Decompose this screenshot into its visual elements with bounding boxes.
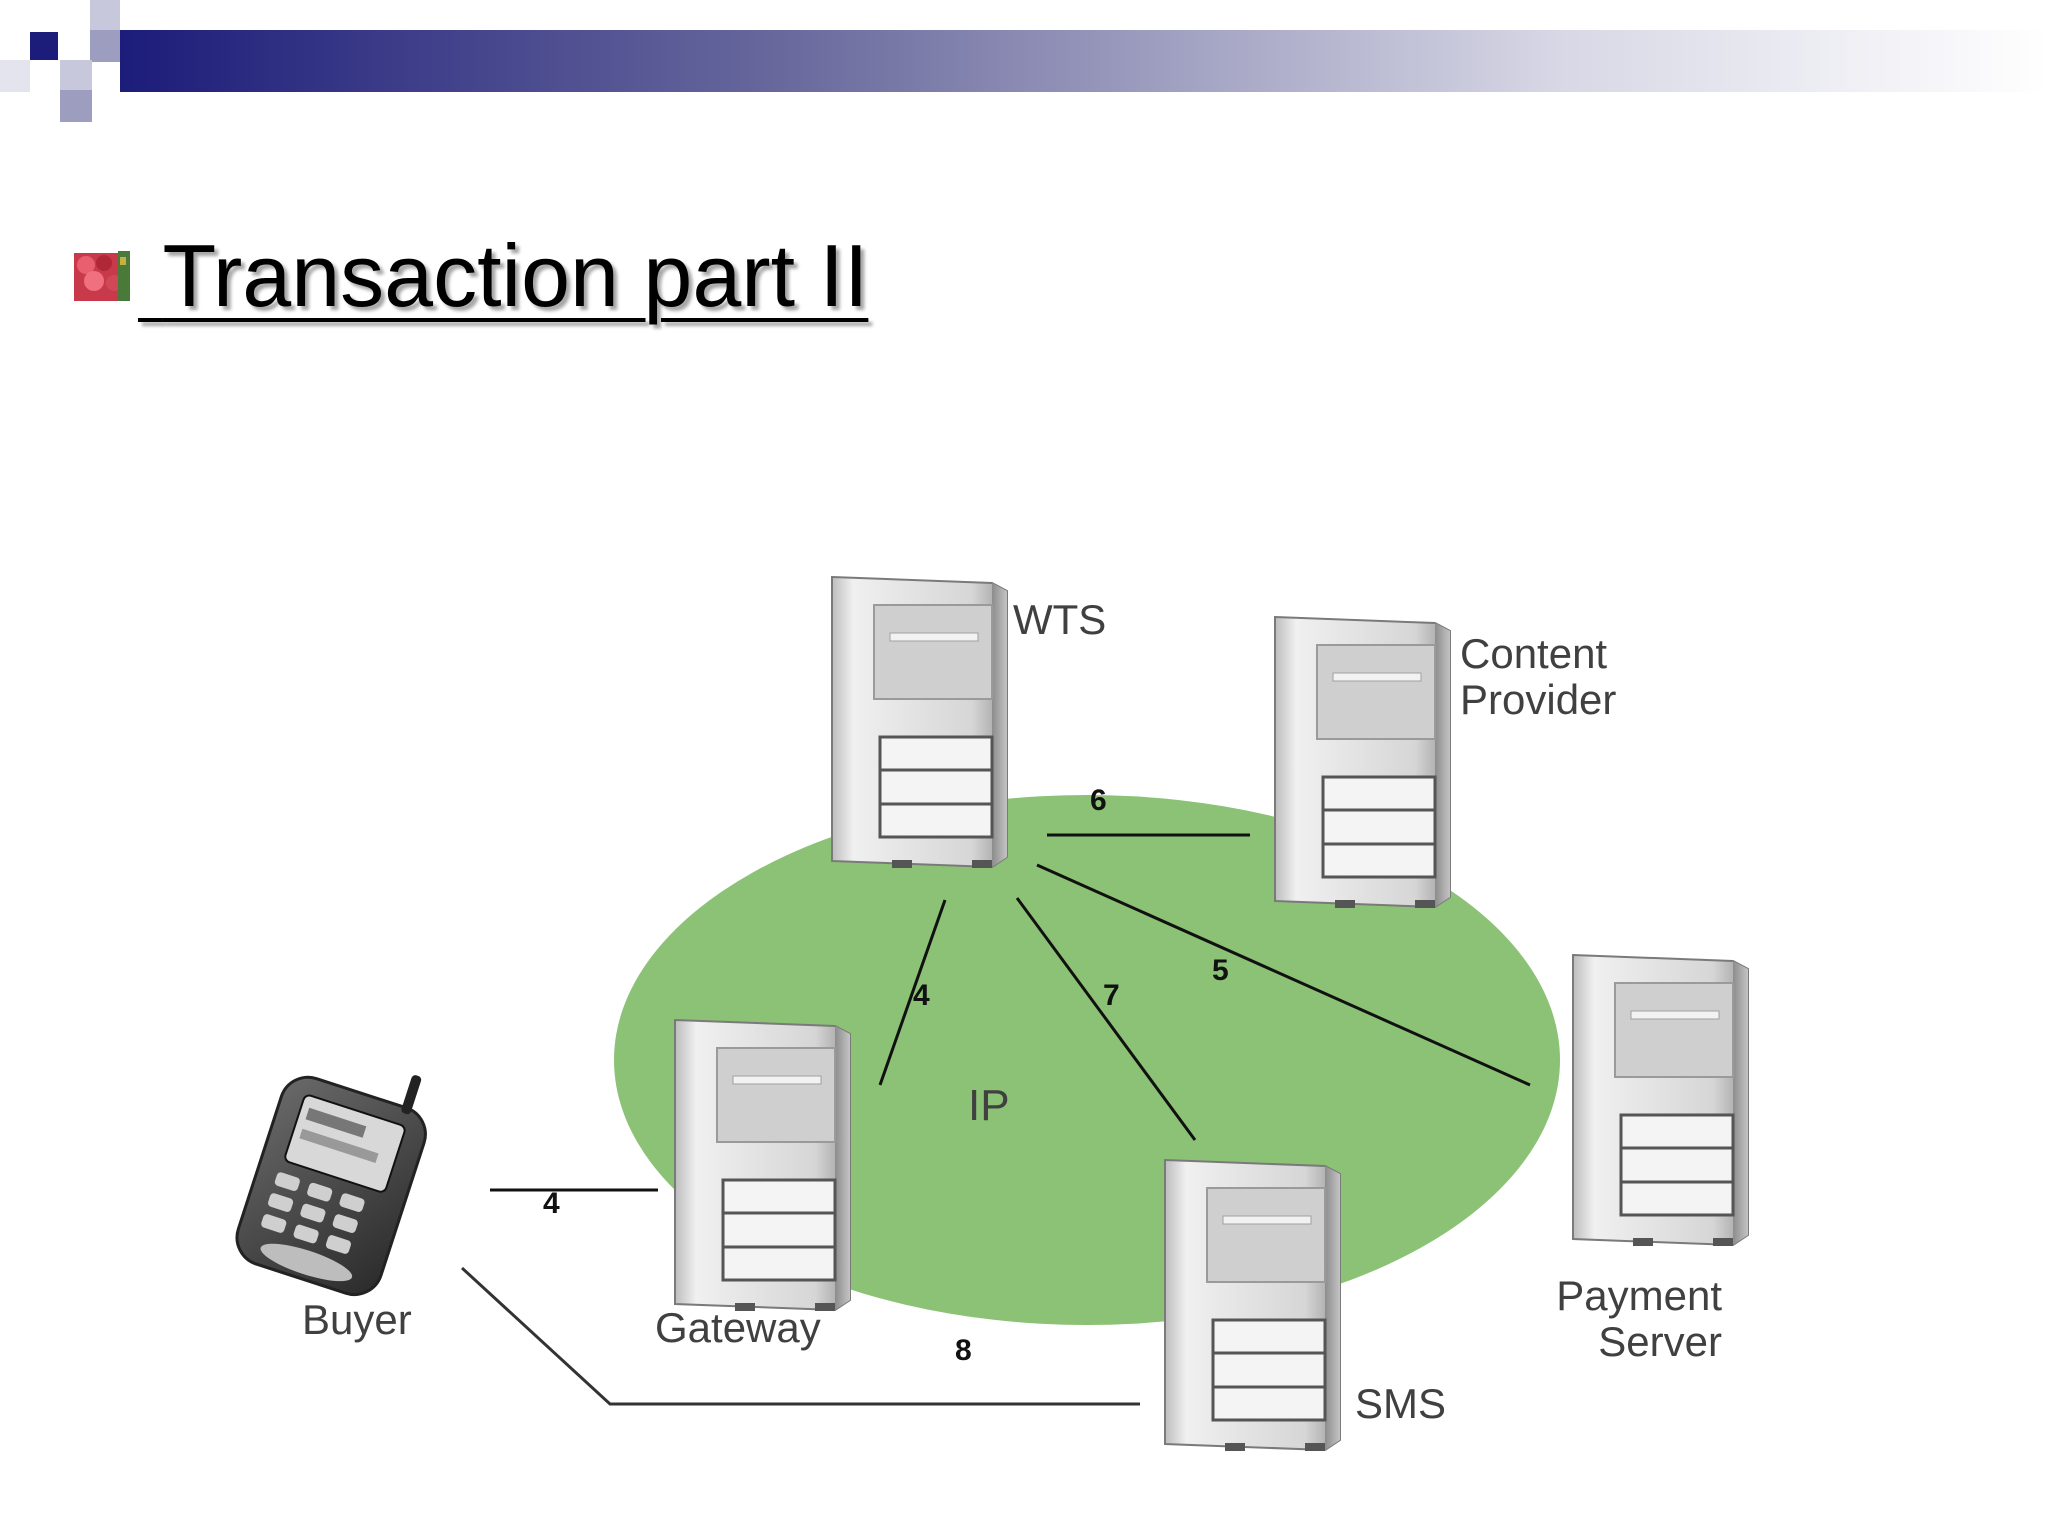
header-square-light	[60, 60, 92, 92]
server-sms-icon	[1163, 1158, 1342, 1453]
edge-wts-sms	[1015, 897, 1197, 1141]
header-square-faint	[0, 60, 30, 92]
edge-label-wts-payment-server: 5	[1212, 954, 1229, 987]
label-payment-server-line2: Server	[1598, 1318, 1722, 1365]
label-content-provider-line2: Provider	[1460, 676, 1616, 723]
edge-label-buyer-sms: 8	[955, 1334, 972, 1367]
edge-label-wts-content-provider: 6	[1090, 784, 1107, 817]
edge-wts-gateway	[878, 899, 947, 1086]
flower-bullet-icon	[74, 251, 130, 301]
edge-label-wts-gateway: 4	[913, 979, 930, 1012]
header-bar	[0, 0, 2048, 122]
header-square-mid	[90, 30, 120, 62]
server-payment-icon	[1571, 953, 1750, 1248]
header-gradient-strip	[120, 30, 2048, 92]
buyer-phone-icon	[235, 1075, 427, 1297]
label-content-provider-line1: Content	[1460, 630, 1607, 677]
label-buyer: Buyer	[302, 1296, 412, 1343]
server-wts-icon	[830, 575, 1009, 870]
server-content-provider-icon	[1273, 615, 1452, 910]
label-gateway: Gateway	[655, 1304, 821, 1351]
header-square-dark	[30, 32, 58, 60]
edge-buyer-sms	[460, 1266, 1140, 1406]
header-square-light	[90, 0, 120, 30]
slide-title: Transaction part II	[162, 226, 869, 325]
edge-wts-payment-server	[1036, 863, 1531, 1087]
header-square-mid	[60, 90, 92, 122]
label-ip-network: IP	[968, 1081, 1010, 1130]
label-payment-server-line1: Payment	[1556, 1272, 1722, 1319]
label-wts: WTS	[1013, 596, 1106, 643]
label-sms: SMS	[1355, 1380, 1446, 1427]
server-gateway-icon	[673, 1018, 852, 1313]
edge-label-wts-sms: 7	[1103, 979, 1120, 1012]
edge-label-buyer-gateway: 4	[543, 1187, 560, 1220]
